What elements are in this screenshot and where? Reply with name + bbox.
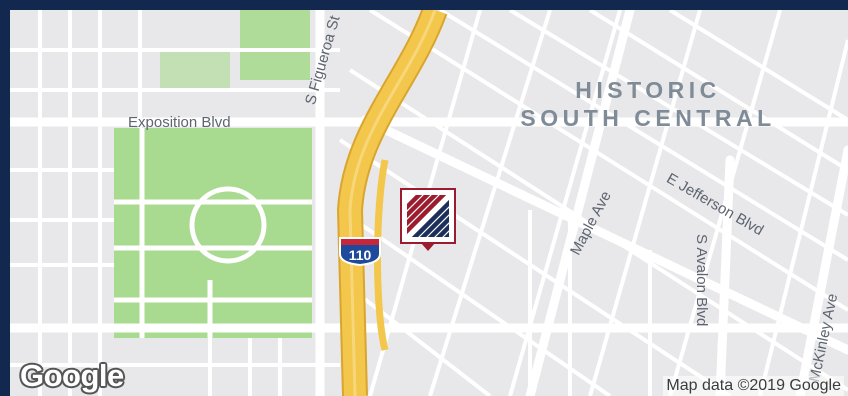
freeway-center: [348, 10, 437, 396]
street-label-avalon-blvd: S Avalon Blvd: [693, 234, 710, 327]
district-label-line2: SOUTH CENTRAL: [520, 105, 776, 131]
park-paths: [114, 128, 312, 338]
location-marker-icon: [407, 195, 449, 237]
highway-shield-number: 110: [349, 247, 372, 263]
district-label-line1: HISTORIC: [575, 77, 721, 103]
street-label-exposition-blvd: Exposition Blvd: [128, 114, 231, 131]
exposition-park: [114, 128, 312, 338]
park-north-2: [160, 50, 230, 90]
map-attribution[interactable]: Map data ©2019 Google: [663, 376, 844, 396]
park-north: [240, 10, 310, 80]
major-roads: [10, 10, 848, 396]
map-view[interactable]: Exposition Blvd S Figueroa St Maple Ave …: [10, 10, 848, 396]
location-marker-pointer: [421, 243, 435, 251]
district-label: HISTORIC SOUTH CENTRAL: [498, 76, 798, 132]
location-marker[interactable]: [400, 188, 456, 244]
google-logo[interactable]: Google: [20, 358, 124, 393]
interstate-shield-icon: 110: [339, 237, 381, 266]
